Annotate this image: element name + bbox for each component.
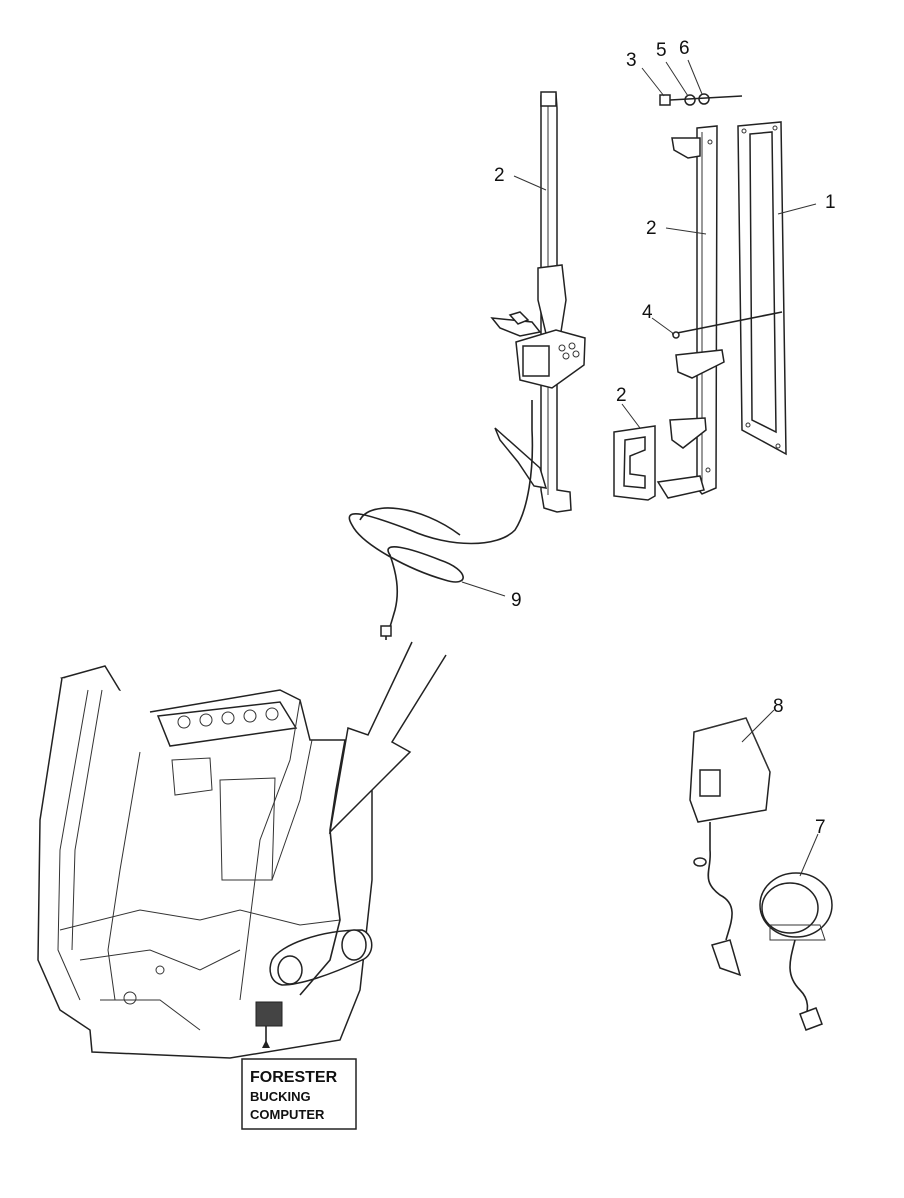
callout-leaders — [461, 59, 819, 877]
junction-box — [689, 717, 771, 977]
flat-bar — [737, 121, 787, 456]
callout-4: 4 — [642, 302, 653, 323]
bolt-washer-nut — [659, 93, 743, 106]
screw — [671, 311, 783, 339]
bucking-computer-box — [255, 1001, 283, 1027]
label-line-3: COMPUTER — [250, 1107, 325, 1122]
callout-5: 5 — [656, 40, 667, 61]
callout-8: 8 — [773, 696, 784, 717]
caliper-assembly — [348, 91, 586, 640]
machine-cabin — [37, 665, 373, 1059]
install-location-arrow — [328, 641, 447, 835]
callout-2-bracket: 2 — [646, 218, 657, 239]
round-sensor — [759, 872, 833, 1031]
clamp-piece — [613, 425, 656, 501]
callout-7: 7 — [815, 817, 826, 838]
callout-3: 3 — [626, 50, 637, 71]
callout-9: 9 — [511, 590, 522, 611]
callout-1: 1 — [825, 192, 836, 213]
label-line-1: FORESTER — [250, 1069, 338, 1086]
label-line-2: BUCKING — [250, 1089, 311, 1104]
forester-bucking-computer-label: FORESTER BUCKING COMPUTER — [241, 1058, 357, 1130]
callout-6: 6 — [679, 38, 690, 59]
callout-2-caliper: 2 — [494, 165, 505, 186]
mounting-bracket — [656, 125, 725, 499]
callout-2-clamp: 2 — [616, 385, 627, 406]
